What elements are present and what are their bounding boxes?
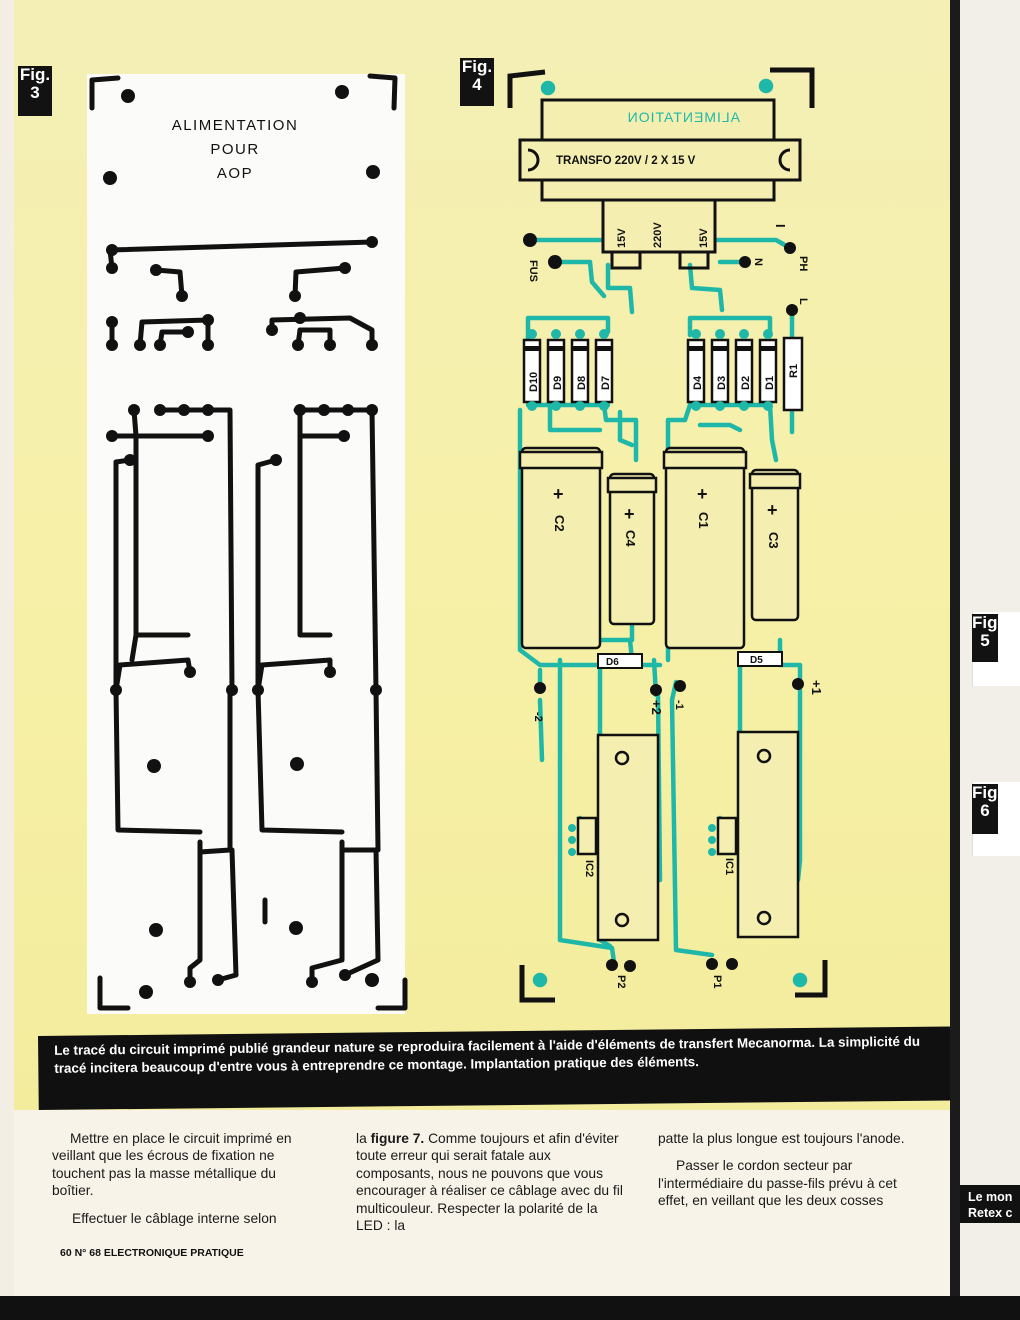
terminal-label: +1 bbox=[809, 680, 824, 695]
transformer-pin-15v-right: 15V bbox=[698, 228, 710, 248]
adjacent-caption-line: Le mon bbox=[968, 1190, 1013, 1204]
terminal-label: -1 bbox=[673, 700, 685, 710]
left-margin bbox=[0, 0, 14, 1320]
capacitor-label: C1 bbox=[696, 512, 711, 529]
mirrored-title: ALIMENTATION bbox=[627, 109, 740, 125]
fig3-tag-label: Fig. bbox=[19, 65, 51, 84]
fig5-tag-label: Fig. bbox=[972, 613, 1003, 632]
figure-reference: figure 7. bbox=[370, 1131, 425, 1146]
fig3-title-line: AOP bbox=[216, 165, 254, 182]
paragraph: la figure 7. Comme toujours et afin d'év… bbox=[356, 1130, 624, 1234]
capacitor-label: C3 bbox=[766, 532, 781, 549]
diode-label: D7 bbox=[600, 376, 612, 390]
diode-label: D10 bbox=[528, 372, 540, 392]
transformer-label: TRANSFO 220V / 2 X 15 V bbox=[556, 155, 696, 167]
capacitor-label: C2 bbox=[552, 515, 567, 532]
paragraph: Passer le cordon secteur par l'intermédi… bbox=[658, 1158, 897, 1209]
transformer-pin-220v: 220V bbox=[652, 222, 664, 248]
capacitor-plus: + bbox=[624, 504, 635, 524]
diode-label: D2 bbox=[740, 376, 752, 390]
capacitor-plus: + bbox=[767, 500, 778, 520]
page-gutter bbox=[950, 0, 960, 1320]
ic-label: IC1 bbox=[723, 858, 735, 875]
diode-label: D3 bbox=[716, 376, 728, 390]
diode-label: D8 bbox=[576, 376, 588, 390]
fig6-tag-number: 6 bbox=[980, 801, 990, 820]
terminal-label: P2 bbox=[615, 975, 627, 988]
transformer-pin-15v-left: 15V bbox=[616, 228, 628, 248]
diode-label: D5 bbox=[750, 655, 763, 666]
fig6-tag-label: Fig. bbox=[972, 783, 1003, 802]
fig4-tag-number: 4 bbox=[472, 75, 482, 94]
paragraph: Mettre en place le circuit imprimé en ve… bbox=[52, 1131, 292, 1199]
fig3-title-line: POUR bbox=[210, 141, 260, 158]
page-footer: 60 N° 68 ELECTRONIQUE PRATIQUE bbox=[60, 1247, 244, 1259]
fig3-tag: Fig. 3 bbox=[18, 66, 52, 116]
terminal-label: P1 bbox=[711, 975, 723, 988]
figure-caption: Le tracé du circuit imprimé publié grand… bbox=[38, 1026, 951, 1110]
fig3-title: ALIMENTATION POUR AOP bbox=[150, 114, 320, 186]
terminal-label: -2 bbox=[532, 712, 544, 722]
ic-label: IC2 bbox=[583, 860, 595, 877]
diode-label: D4 bbox=[692, 375, 704, 390]
capacitor-plus: + bbox=[553, 484, 564, 504]
resistor-label: R1 bbox=[788, 364, 800, 378]
diode-label: D9 bbox=[552, 376, 564, 390]
fig5-tag-number: 5 bbox=[980, 631, 990, 650]
fig3-pcb-panel bbox=[87, 74, 405, 1014]
adjacent-caption: Le mon Retex c bbox=[960, 1185, 1020, 1223]
terminal-label: +2 bbox=[649, 700, 664, 715]
paragraph: Effectuer le câblage interne selon bbox=[72, 1210, 277, 1226]
fig3-title-line: ALIMENTATION bbox=[171, 117, 299, 134]
paragraph: patte la plus longue est toujours l'anod… bbox=[658, 1131, 905, 1146]
terminal-label: FUS bbox=[527, 260, 539, 282]
article-column-3: patte la plus longue est toujours l'anod… bbox=[658, 1130, 926, 1220]
fig3-tag-number: 3 bbox=[30, 83, 40, 102]
fig6-tag: Fig. 6 bbox=[972, 783, 1003, 834]
diode-label: D6 bbox=[606, 657, 619, 668]
fig5-tag: Fig. 5 bbox=[972, 613, 1003, 662]
article-column-1: Mettre en place le circuit imprimé en ve… bbox=[52, 1130, 320, 1237]
terminal-label: L bbox=[797, 298, 809, 305]
article-column-2: la figure 7. Comme toujours et afin d'év… bbox=[356, 1130, 624, 1244]
paragraph-text: la bbox=[356, 1131, 371, 1146]
paragraph-text: Comme toujours et afin d'éviter toute er… bbox=[356, 1131, 623, 1234]
scan-bottom-edge bbox=[0, 1296, 1020, 1320]
terminal-label: I bbox=[773, 224, 788, 228]
diode-label: D1 bbox=[764, 376, 776, 390]
capacitor-plus: + bbox=[697, 484, 708, 504]
fig4-tag: Fig. 4 bbox=[460, 58, 494, 106]
terminal-label: PH bbox=[797, 256, 809, 271]
capacitor-label: C4 bbox=[623, 530, 638, 547]
terminal-label: N bbox=[752, 258, 764, 266]
adjacent-caption-line: Retex c bbox=[968, 1206, 1013, 1220]
fig4-tag-label: Fig. bbox=[461, 57, 493, 76]
